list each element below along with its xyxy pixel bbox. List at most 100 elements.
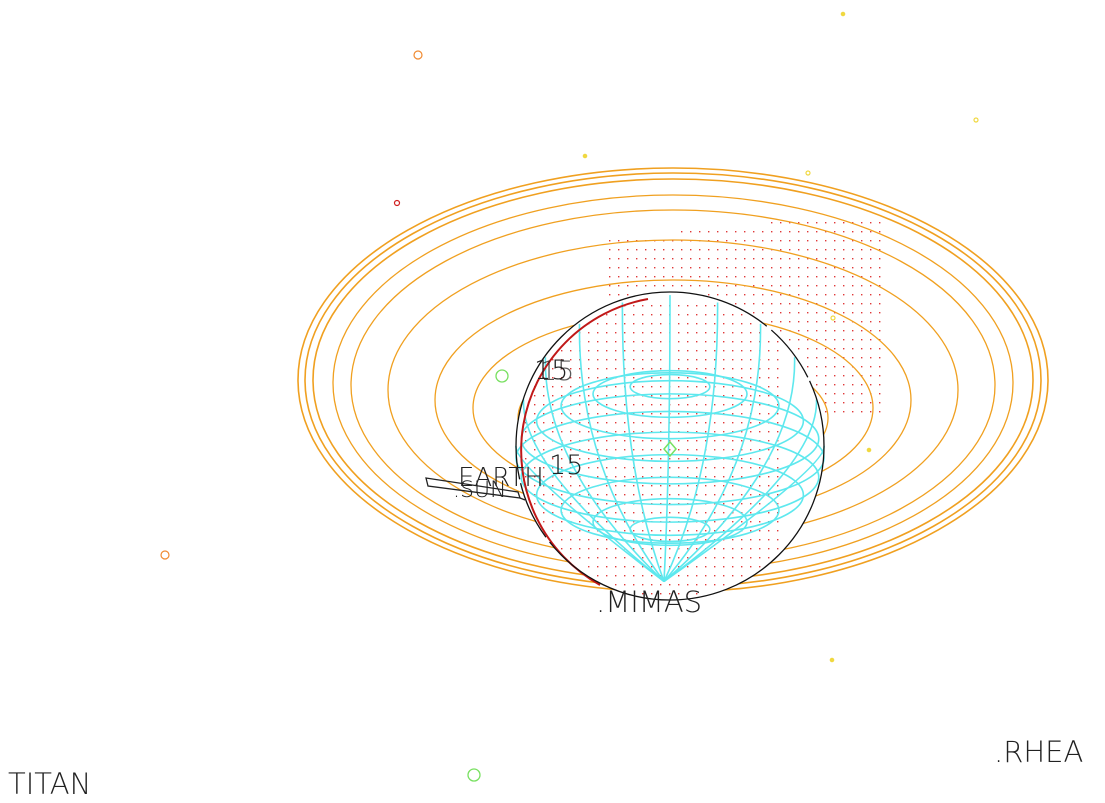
shadow-dot — [789, 321, 791, 323]
shadow-dot — [678, 485, 680, 487]
shadow-dot — [609, 258, 611, 260]
latitude-label-north-shadow: 15 — [540, 356, 574, 387]
shadow-dot — [642, 476, 644, 478]
shadow-dot — [750, 521, 752, 523]
shadow-dot — [705, 350, 707, 352]
shadow-dot — [732, 575, 734, 577]
shadow-dot — [642, 539, 644, 541]
shadow-dot — [843, 222, 845, 224]
shadow-dot — [705, 467, 707, 469]
shadow-dot — [561, 467, 563, 469]
shadow-dot — [741, 314, 743, 316]
shadow-dot — [669, 503, 671, 505]
shadow-dot — [723, 449, 725, 451]
shadow-dot — [741, 359, 743, 361]
shadow-dot — [843, 348, 845, 350]
shadow-dot — [606, 368, 608, 370]
shadow-dot — [714, 467, 716, 469]
shadow-dot — [543, 377, 545, 379]
shadow-dot — [660, 305, 662, 307]
shadow-dot — [861, 276, 863, 278]
shadow-dot — [660, 341, 662, 343]
shadow-dot — [861, 249, 863, 251]
shadow-dot — [552, 467, 554, 469]
shadow-dot — [699, 249, 701, 251]
shadow-dot — [660, 332, 662, 334]
moons — [160, 11, 979, 782]
shadow-dot — [606, 314, 608, 316]
shadow-dot — [879, 393, 881, 395]
shadow-dot — [714, 485, 716, 487]
shadow-dot — [732, 350, 734, 352]
shadow-dot — [642, 584, 644, 586]
shadow-dot — [696, 494, 698, 496]
shadow-dot — [579, 368, 581, 370]
shadow-dot — [852, 294, 854, 296]
shadow-dot — [750, 350, 752, 352]
shadow-dot — [654, 276, 656, 278]
shadow-dot — [624, 521, 626, 523]
shadow-dot — [597, 404, 599, 406]
shadow-dot — [561, 395, 563, 397]
shadow-dot — [696, 512, 698, 514]
shadow-dot — [714, 359, 716, 361]
shadow-dot — [708, 231, 710, 233]
shadow-dot — [870, 357, 872, 359]
shadow-dot — [879, 240, 881, 242]
shadow-dot — [879, 348, 881, 350]
shadow-dot — [744, 240, 746, 242]
shadow-dot — [750, 431, 752, 433]
shadow-dot — [852, 411, 854, 413]
shadow-dot — [816, 366, 818, 368]
shadow-dot — [741, 458, 743, 460]
shadow-dot — [714, 566, 716, 568]
shadow-dot — [570, 413, 572, 415]
shadow-dot — [870, 267, 872, 269]
shadow-dot — [759, 404, 761, 406]
shadow-dot — [660, 395, 662, 397]
shadow-dot — [861, 240, 863, 242]
shadow-dot — [762, 276, 764, 278]
shadow-dot — [816, 384, 818, 386]
planet-latitude-line — [520, 431, 820, 523]
shadow-dot — [843, 258, 845, 260]
shadow-dot — [798, 222, 800, 224]
shadow-dot — [696, 359, 698, 361]
shadow-dot — [777, 431, 779, 433]
shadow-dot — [726, 285, 728, 287]
shadow-dot — [663, 276, 665, 278]
shadow-dot — [768, 476, 770, 478]
shadow-dot — [843, 231, 845, 233]
shadow-dot — [780, 231, 782, 233]
shadow-dot — [768, 350, 770, 352]
shadow-dot — [624, 350, 626, 352]
shadow-dot — [870, 303, 872, 305]
shadow-dot — [687, 566, 689, 568]
shadow-dot — [843, 303, 845, 305]
shadow-dot — [825, 402, 827, 404]
shadow-dot — [759, 467, 761, 469]
shadow-dot — [741, 413, 743, 415]
shadow-dot — [807, 339, 809, 341]
shadow-dot — [741, 449, 743, 451]
shadow-dot — [714, 494, 716, 496]
shadow-dot — [750, 422, 752, 424]
shadow-dot — [723, 404, 725, 406]
shadow-dot — [723, 503, 725, 505]
shadow-dot — [750, 386, 752, 388]
shadow-dot — [552, 458, 554, 460]
shadow-dot — [723, 557, 725, 559]
shadow-dot — [870, 375, 872, 377]
shadow-dot — [741, 548, 743, 550]
shadow-dot — [606, 575, 608, 577]
shadow-dot — [669, 566, 671, 568]
shadow-dot — [789, 312, 791, 314]
shadow-dot — [624, 341, 626, 343]
shadow-dot — [807, 366, 809, 368]
shadow-dot — [705, 512, 707, 514]
shadow-dot — [825, 249, 827, 251]
shadow-dot — [588, 440, 590, 442]
shadow-dot — [633, 305, 635, 307]
shadow-dot — [660, 530, 662, 532]
shadow-dot — [651, 458, 653, 460]
